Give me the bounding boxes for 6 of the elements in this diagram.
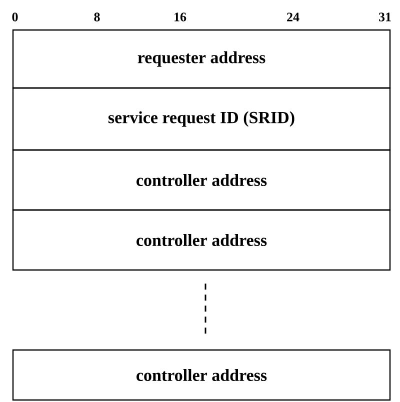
field-box: controller address — [12, 349, 391, 401]
field-box: requester address — [12, 29, 391, 89]
field-box: service request ID (SRID) — [12, 87, 391, 151]
continuation-line — [204, 284, 206, 334]
field-box: controller address — [12, 149, 391, 211]
field-box: controller address — [12, 209, 391, 271]
